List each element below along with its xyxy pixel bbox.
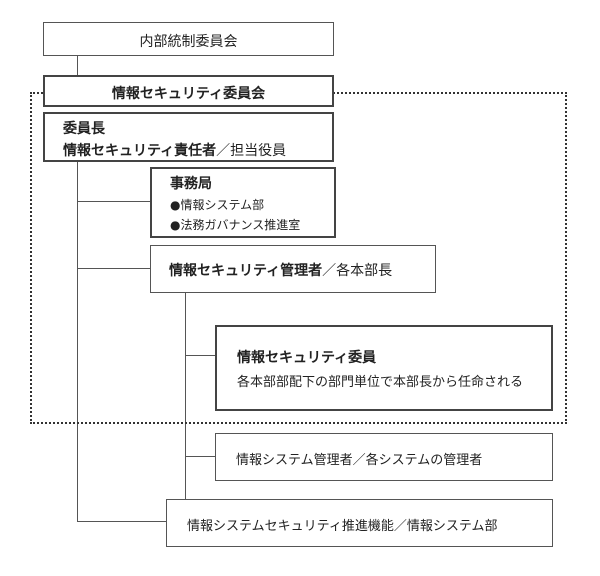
chair-box: 委員長 情報セキュリティ責任者／担当役員 (43, 112, 334, 162)
is-manager-role: 情報セキュリティ管理者／各本部長 (169, 260, 392, 280)
is-manager-role-name: 情報セキュリティ管理者 (169, 263, 323, 279)
secretariat-title: 事務局 (170, 176, 212, 192)
connector-member (185, 355, 215, 356)
connector-secretariat (77, 201, 150, 202)
system-manager-label: 情報システム管理者／各システムの管理者 (236, 453, 483, 468)
chair-role-suffix: ／担当役員 (216, 143, 287, 159)
is-committee-box: 情報セキュリティ委員会 (43, 75, 334, 107)
connector-main-vertical (77, 161, 78, 522)
connector-sub-vertical (185, 292, 186, 500)
chair-title: 委員長 (63, 121, 105, 137)
secretariat-item: ●法務ガバナンス推進室 (170, 218, 301, 232)
internal-control-committee-box: 内部統制委員会 (43, 22, 334, 56)
is-manager-box: 情報セキュリティ管理者／各本部長 (150, 245, 436, 293)
connector-manager (77, 268, 150, 269)
is-manager-role-suffix: ／各本部長 (322, 263, 393, 279)
is-committee-label: 情報セキュリティ委員会 (111, 86, 266, 102)
connector-bottom (77, 521, 166, 522)
is-member-desc: 各本部部配下の部門単位で本部長から任命される (237, 375, 524, 390)
is-member-box: 情報セキュリティ委員 各本部部配下の部門単位で本部長から任命される (215, 325, 553, 411)
connector-top (77, 55, 78, 76)
secretariat-item: ●情報システム部 (170, 198, 265, 212)
internal-control-committee-label: 内部統制委員会 (139, 34, 238, 50)
is-member-title: 情報セキュリティ委員 (237, 350, 377, 366)
promotion-function-box: 情報システムセキュリティ推進機能／情報システム部 (166, 499, 553, 547)
promotion-function-label: 情報システムセキュリティ推進機能／情報システム部 (187, 519, 498, 534)
chair-role: 情報セキュリティ責任者／担当役員 (63, 140, 286, 160)
secretariat-box: 事務局 ●情報システム部 ●法務ガバナンス推進室 (150, 167, 336, 238)
chair-role-name: 情報セキュリティ責任者 (63, 143, 217, 159)
connector-system-manager (185, 456, 215, 457)
system-manager-box: 情報システム管理者／各システムの管理者 (215, 433, 553, 481)
